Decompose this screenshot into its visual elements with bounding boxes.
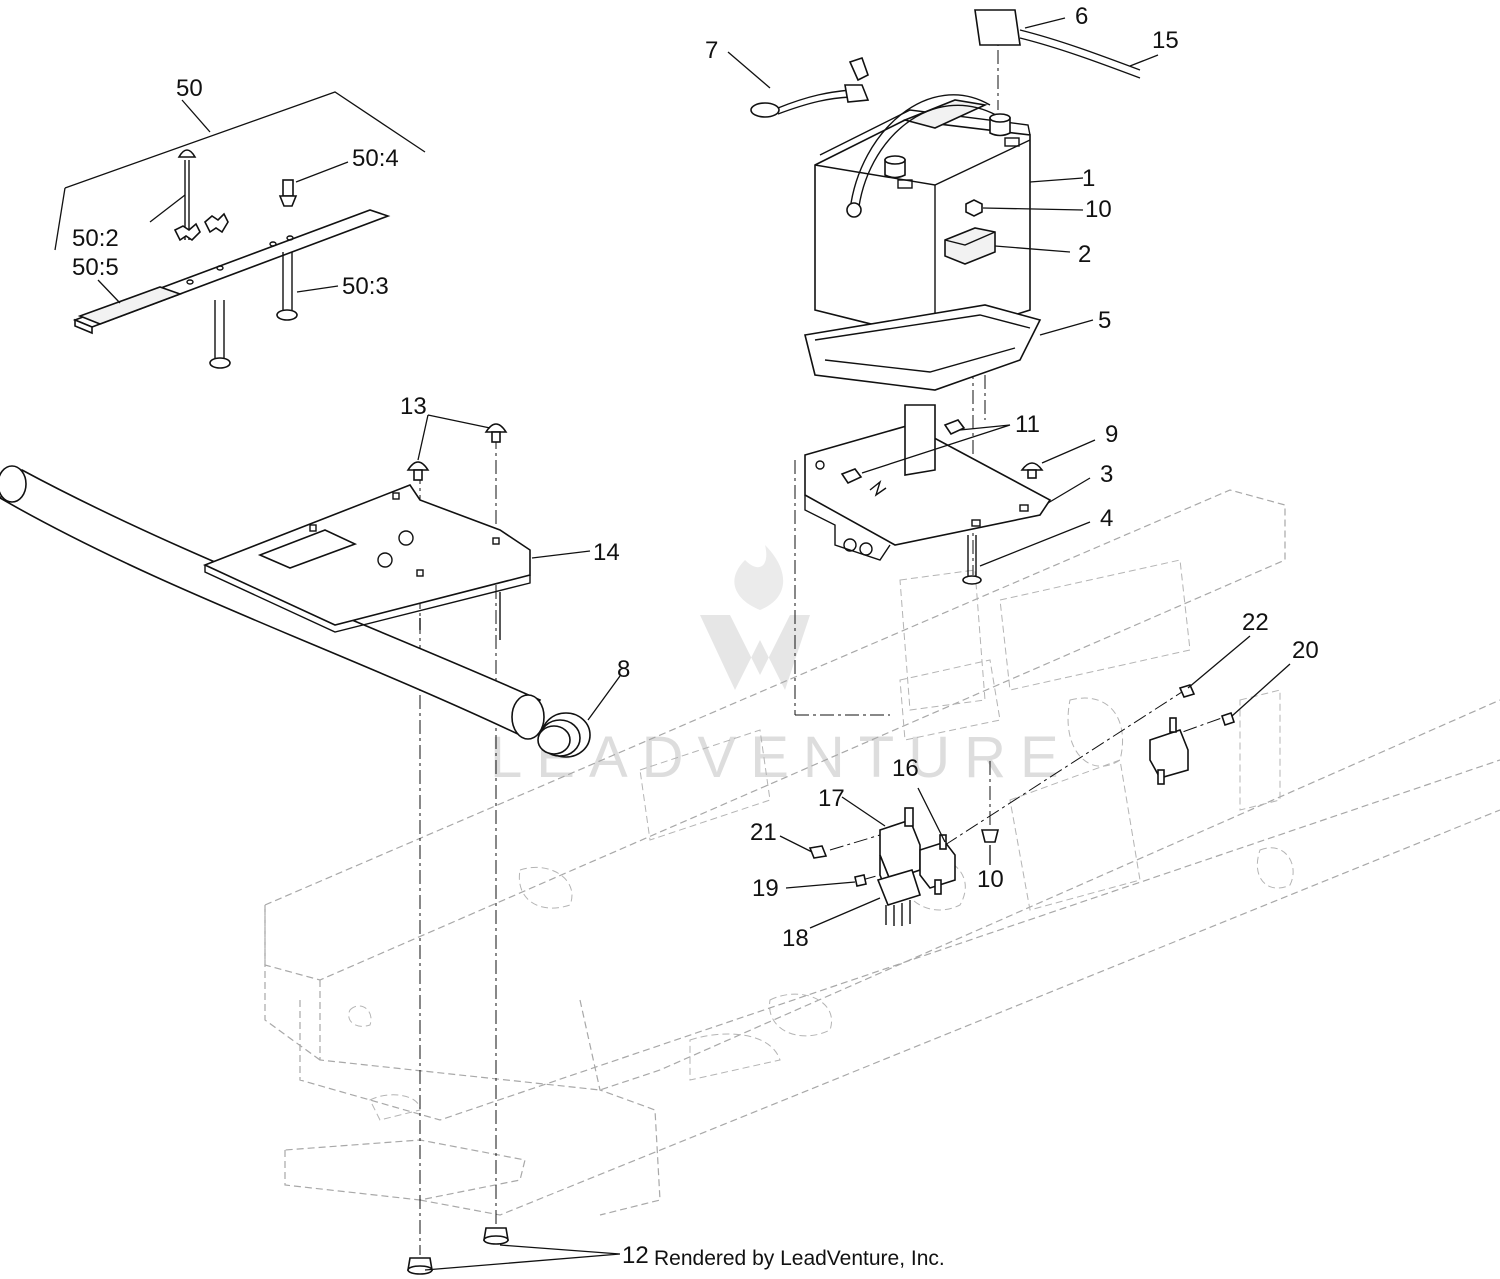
callout-9: 9 xyxy=(1105,421,1118,448)
part-1-battery xyxy=(814,94,1031,341)
callout-2: 2 xyxy=(1078,241,1091,268)
part-10-nut-upper xyxy=(965,199,983,217)
part-5-tray xyxy=(804,304,1042,391)
callout-13: 13 xyxy=(400,393,427,420)
callout-19: 19 xyxy=(752,875,779,902)
part-3-bracket xyxy=(804,404,1052,561)
part-19-21-screws xyxy=(808,845,867,887)
part-6-15-cable xyxy=(974,9,1141,79)
callout-21: 21 xyxy=(750,819,777,846)
part-10-nut-lower xyxy=(980,829,1000,843)
callout-17: 17 xyxy=(818,785,845,812)
callout-12: 12 xyxy=(622,1242,649,1269)
callout-50-4: 50:4 xyxy=(352,145,399,172)
part-14-bumper xyxy=(0,465,545,740)
part-11-bolts xyxy=(840,419,966,485)
callout-3: 3 xyxy=(1100,461,1113,488)
part-9-bolt xyxy=(1020,462,1044,479)
callout-11: 11 xyxy=(1015,411,1040,438)
part-20-22-relay xyxy=(1149,684,1236,785)
relay-group xyxy=(876,807,956,926)
callout-10-lower: 10 xyxy=(977,866,1004,893)
callout-50-5: 50:5 xyxy=(72,254,119,281)
part-4-bolt xyxy=(962,535,982,585)
callout-20: 20 xyxy=(1292,637,1319,664)
callout-50-3: 50:3 xyxy=(342,273,389,300)
callout-4: 4 xyxy=(1100,505,1113,532)
callout-7: 7 xyxy=(705,37,718,64)
part-8-cap xyxy=(537,712,591,758)
callout-14: 14 xyxy=(593,539,620,566)
callout-8: 8 xyxy=(617,656,630,683)
callout-22: 22 xyxy=(1242,609,1269,636)
part-13-bolts xyxy=(406,423,508,481)
callout-16: 16 xyxy=(892,755,919,782)
part-2-clip xyxy=(944,227,996,265)
part-50-kit xyxy=(54,91,426,369)
render-credit: Rendered by LeadVenture, Inc. xyxy=(654,1247,945,1270)
callout-10-upper: 10 xyxy=(1085,196,1112,223)
callouts: 1 2 3 4 5 6 7 8 9 10 10 11 12 13 14 15 1… xyxy=(72,3,1319,1269)
callout-18: 18 xyxy=(782,925,809,952)
callout-50: 50 xyxy=(176,75,203,102)
callout-15: 15 xyxy=(1152,27,1179,54)
part-7-cable xyxy=(750,56,870,118)
callout-50-2: 50:2 xyxy=(72,225,119,252)
callout-5: 5 xyxy=(1098,307,1111,334)
callout-1: 1 xyxy=(1082,165,1095,192)
leader-lines xyxy=(97,17,1291,1271)
callout-6: 6 xyxy=(1075,3,1088,30)
